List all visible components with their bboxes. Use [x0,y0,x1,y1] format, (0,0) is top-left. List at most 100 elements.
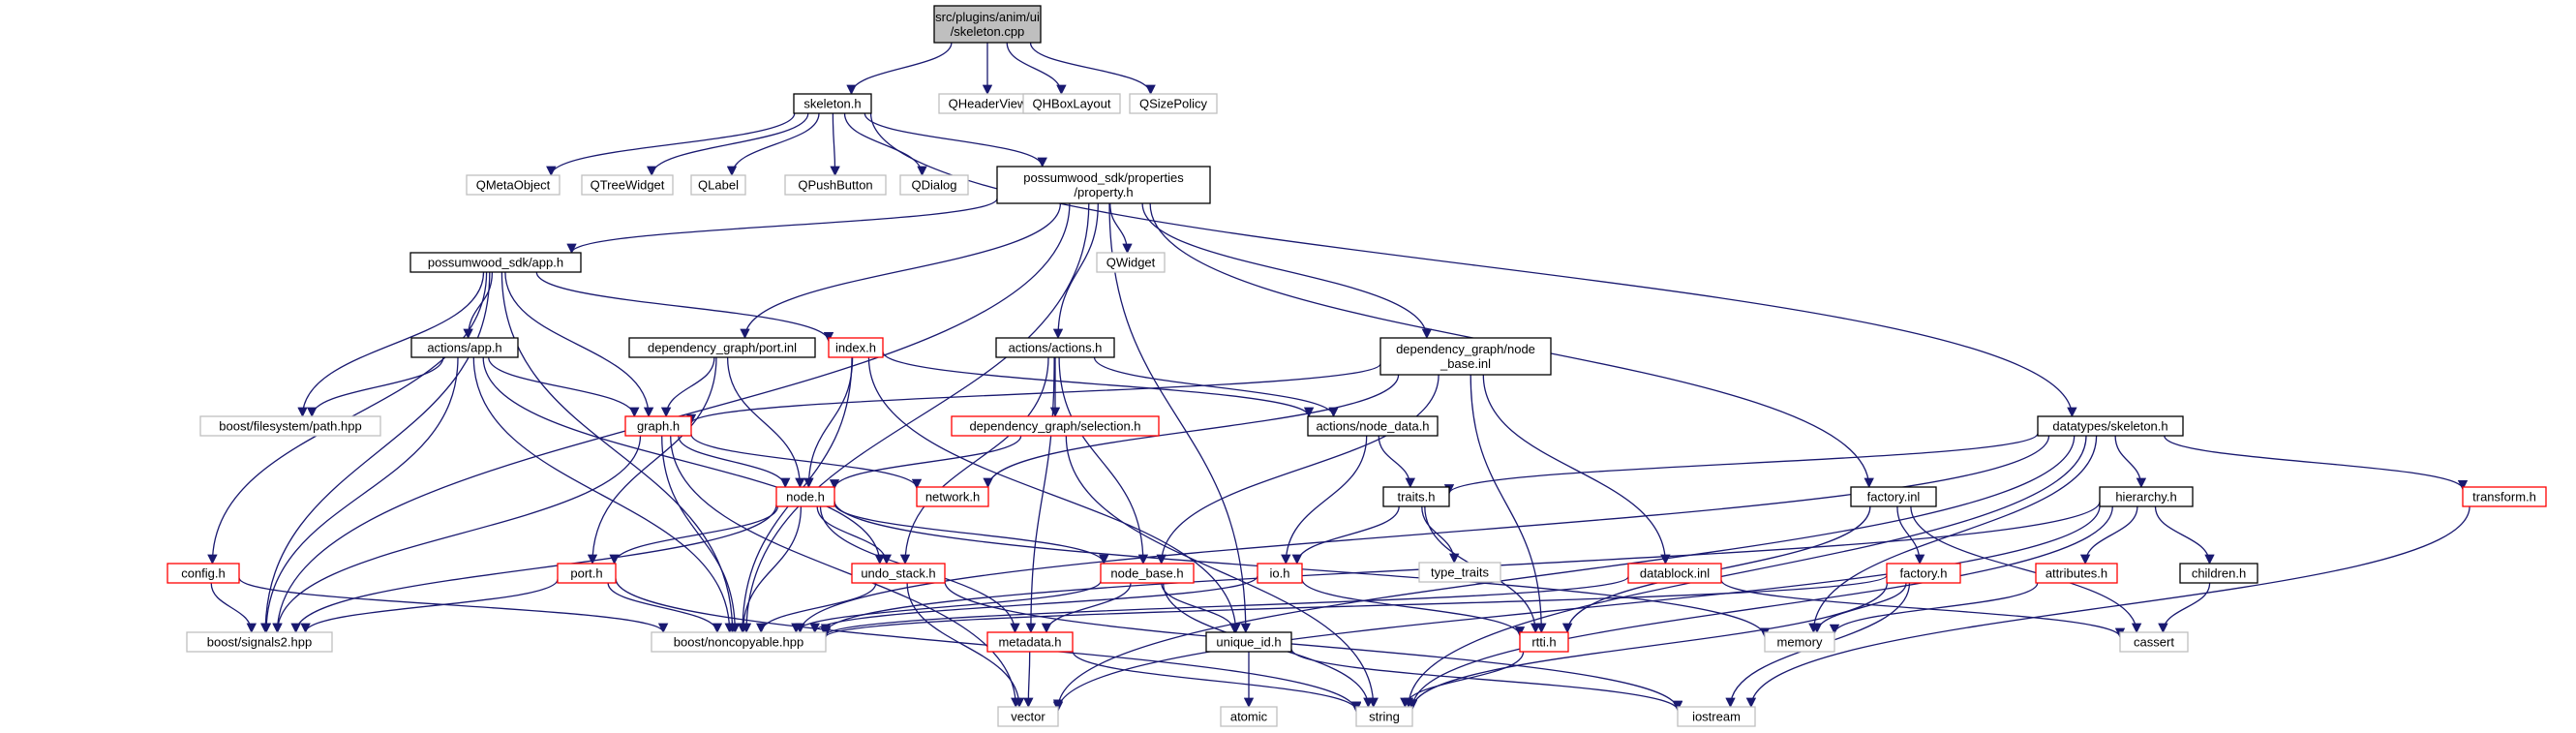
node-box [996,166,1211,204]
node-node-base-inl[interactable]: dependency_graph/node_base.inl [1379,337,1552,376]
node-label: cassert [2134,635,2174,650]
node-label: QLabel [698,178,739,193]
node-network-h[interactable]: network.h [916,486,989,507]
edge-node_h-to-signals2_hpp [290,504,777,634]
node-attributes-h[interactable]: attributes.h [2035,563,2118,584]
edge-app_h-to-index_h [535,271,834,343]
edge-app_h-to-path_hpp [297,271,485,418]
node-box [2462,486,2547,507]
node-node-data-h[interactable]: actions/node_data.h [1307,415,1439,437]
node-skeleton-cpp[interactable]: src/plugins/anim/ui/skeleton.cpp [933,5,1042,44]
edge-index_h-to-node_data_h [882,351,1315,418]
node-property-h[interactable]: possumwood_sdk/properties/property.h [996,166,1211,204]
node-string[interactable]: string [1355,706,1413,727]
node-cassert[interactable]: cassert [2119,631,2189,653]
node-dt-skeleton-h[interactable]: datatypes/skeleton.h [2037,415,2184,437]
node-qlabel[interactable]: QLabel [690,174,746,196]
node-hierarchy-h[interactable]: hierarchy.h [2099,486,2194,507]
edge-metadata_h-to-vector [1023,651,1034,709]
edge-datablock_inl-to-cassert [1720,579,2126,639]
edge-property_h-to-unique_id_h [1108,202,1251,634]
node-box [1379,337,1552,376]
node-selection-h[interactable]: dependency_graph/selection.h [951,415,1160,437]
edge-property_h-to-qwidget [1109,202,1133,255]
node-app-h[interactable]: possumwood_sdk/app.h [409,252,582,273]
node-label: /skeleton.cpp [951,24,1025,39]
node-qtreewidget[interactable]: QTreeWidget [581,174,674,196]
node-atomic[interactable]: atomic [1220,706,1278,727]
node-undo-stack-h[interactable]: undo_stack.h [851,563,946,584]
node-label: _base.inl [1440,356,1491,371]
node-type-traits[interactable]: type_traits [1418,562,1501,583]
node-actions-h[interactable]: actions/actions.h [995,337,1115,358]
node-config-h[interactable]: config.h [167,563,240,584]
edge-hierarchy_h-to-children_h [2154,505,2215,565]
node-box [899,174,969,196]
edge-dt_skeleton_h-to-noncopyable_hpp [795,435,2050,634]
edge-factory_inl-to-factory_h [1896,505,1925,565]
node-label: datablock.inl [1640,566,1710,581]
node-traits-h[interactable]: traits.h [1382,486,1450,507]
node-qsizepolicy[interactable]: QSizePolicy [1129,93,1218,114]
node-box [851,563,946,584]
edge-config_h-to-signals2_hpp [210,582,257,634]
node-label: string [1369,710,1400,724]
node-io-h[interactable]: io.h [1257,563,1303,584]
node-qpushbutton[interactable]: QPushButton [784,174,887,196]
edge-traits_h-to-type_traits [1421,505,1460,565]
node-label: metadata.h [998,635,1061,650]
edge-node_base_inl-to-network_h [983,374,1400,489]
node-box [951,415,1160,437]
node-box [1764,631,1835,653]
node-actions-app-h[interactable]: actions/app.h [410,337,519,358]
node-rtti-h[interactable]: rtti.h [1519,631,1569,653]
node-label: graph.h [637,419,680,434]
node-metadata-h[interactable]: metadata.h [986,631,1074,653]
node-label: index.h [835,341,876,355]
edge-skeleton_h-to-qpushbutton [830,112,840,177]
node-path-hpp[interactable]: boost/filesystem/path.hpp [199,415,381,437]
node-box [1022,93,1121,114]
node-box [1100,563,1195,584]
node-skeleton-h[interactable]: skeleton.h [793,93,872,114]
edge-graph_h-to-vector [670,435,1021,709]
node-qheaderview[interactable]: QHeaderView [938,93,1037,114]
node-label: traits.h [1397,490,1435,504]
node-qdialog[interactable]: QDialog [899,174,969,196]
node-label: type_traits [1431,565,1489,580]
node-graph-h[interactable]: graph.h [624,415,692,437]
node-iostream[interactable]: iostream [1677,706,1756,727]
node-box [199,415,381,437]
node-qwidget[interactable]: QWidget [1096,252,1166,273]
node-datablock-inl[interactable]: datablock.inl [1627,563,1722,584]
node-label: possumwood_sdk/app.h [428,256,563,270]
node-box [1519,631,1569,653]
node-port-inl[interactable]: dependency_graph/port.inl [628,337,816,358]
node-index-h[interactable]: index.h [828,337,884,358]
edge-traits_h-to-io_h [1291,505,1400,565]
edge-dt_skeleton_h-to-string [1403,435,2087,709]
node-port-h[interactable]: port.h [557,563,617,584]
node-qmetaobject[interactable]: QMetaObject [466,174,561,196]
node-transform-h[interactable]: transform.h [2462,486,2547,507]
node-label: atomic [1230,710,1268,724]
node-node-h[interactable]: node.h [775,486,835,507]
node-label: factory.inl [1867,490,1921,504]
node-noncopyable-hpp[interactable]: boost/noncopyable.hpp [651,631,827,653]
node-node-base-h[interactable]: node_base.h [1100,563,1195,584]
edge-node_h-to-undo_stack_h [816,505,892,565]
node-signals2-hpp[interactable]: boost/signals2.hpp [186,631,333,653]
node-label: QDialog [912,178,957,193]
node-children-h[interactable]: children.h [2179,563,2258,584]
node-unique-id-h[interactable]: unique_id.h [1205,631,1292,653]
node-factory-inl[interactable]: factory.inl [1850,486,1937,507]
node-label: dependency_graph/port.inl [648,341,797,355]
node-memory[interactable]: memory [1764,631,1835,653]
edge-layer [207,42,2470,713]
node-qhboxlayout[interactable]: QHBoxLayout [1022,93,1121,114]
node-vector[interactable]: vector [997,706,1059,727]
node-label: boost/filesystem/path.hpp [219,419,361,434]
edge-actions_app_h-to-noncopyable_hpp [472,356,735,634]
node-factory-h[interactable]: factory.h [1886,563,1961,584]
edge-undo_stack_h-to-noncopyable_hpp [756,582,877,634]
